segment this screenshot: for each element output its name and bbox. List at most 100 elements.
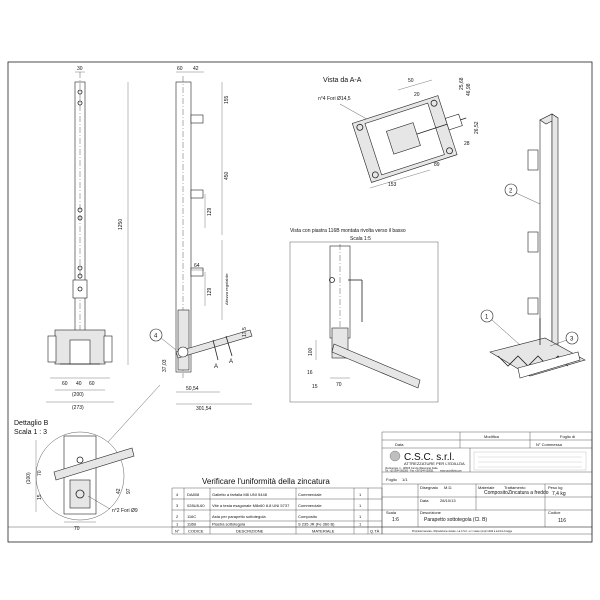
svg-text:MATERIALE: MATERIALE bbox=[312, 529, 335, 534]
tb-h-modifica: Modifica bbox=[484, 434, 500, 439]
svg-text:116B: 116B bbox=[187, 522, 196, 527]
balloon-3-label: 3 bbox=[570, 337, 574, 343]
section-label-a1: A bbox=[214, 364, 218, 370]
bom-header: N° CODICE DESCRIZIONE MATERIALE Q.TÀ bbox=[175, 529, 380, 534]
dim-129a: 129 bbox=[207, 207, 213, 216]
tb-scala-value: 1:6 bbox=[392, 517, 399, 523]
balloon-1 bbox=[480, 309, 494, 323]
tb-address-1: Via Europa, 1 - 48015 Cervia (Ravenna) I… bbox=[385, 466, 438, 470]
dim-s-153: 153 bbox=[388, 182, 397, 188]
svg-text:Commerciale: Commerciale bbox=[298, 492, 322, 497]
tb-descrizione-label: Descrizione bbox=[420, 510, 442, 515]
bom-table: 4 DA808 Galletto a farfalla M8 UNI 5448 … bbox=[171, 487, 383, 535]
dim-det-15: 15 bbox=[37, 494, 43, 500]
dim-det-70b: 70 bbox=[74, 526, 80, 532]
zinc-check-note: Verificare l'uniformità della zincatura bbox=[202, 477, 330, 486]
tb-data-label: Data bbox=[420, 498, 429, 503]
balloon-2 bbox=[504, 183, 518, 197]
balloon-4 bbox=[149, 328, 163, 342]
section-label-a2: A bbox=[229, 359, 233, 365]
tb-h-foglio-di: Foglio di bbox=[560, 434, 575, 439]
side-post bbox=[175, 81, 192, 373]
tb-address-2: Tel. +39 0544 000000 - Fax +39 0544 0000… bbox=[385, 470, 434, 473]
company-logo-icon bbox=[389, 450, 401, 462]
svg-text:CODICE: CODICE bbox=[188, 529, 204, 534]
tb-company: C.S.C. s.r.l. bbox=[404, 452, 455, 463]
svg-text:DA808: DA808 bbox=[187, 492, 200, 497]
svg-text:Galletto a farfalla M8 UNI 544: Galletto a farfalla M8 UNI 5448 bbox=[212, 492, 268, 497]
detail-b-circle bbox=[177, 346, 189, 358]
svg-text:2: 2 bbox=[176, 514, 179, 519]
tb-h-n-commessa: N° Commessa bbox=[536, 442, 563, 447]
bom-row: 3 028U8-60 Vite a testa esagonale M8x60 … bbox=[176, 503, 362, 508]
dim-base-273: (273) bbox=[72, 405, 84, 411]
svg-text:Composito: Composito bbox=[298, 514, 318, 519]
tb-descrizione-value: Parapetto sottotegola (Cl. B) bbox=[424, 517, 487, 523]
tb-notes-box bbox=[473, 451, 587, 471]
dim-p-70: 70 bbox=[336, 382, 342, 388]
detail-b-view: Dettaglio B Scala 1 : 3 (100) 70 15 42 9… bbox=[14, 384, 161, 532]
tb-disegnato-value: M.D. bbox=[444, 485, 452, 490]
svg-text:Asta per parapetto sottotegola: Asta per parapetto sottotegola bbox=[212, 514, 266, 519]
svg-text:1: 1 bbox=[359, 514, 362, 519]
bom-row: 2 116C Asta per parapetto sottotegola Co… bbox=[176, 514, 362, 519]
tb-scala-label: Scala bbox=[386, 510, 397, 515]
dim-s-25-68: 25,68 bbox=[459, 77, 465, 90]
balloon-2-label: 2 bbox=[509, 189, 513, 195]
balloon-1-label: 1 bbox=[485, 315, 489, 321]
dim-p-15: 15 bbox=[312, 384, 318, 390]
dim-base-60b: 60 bbox=[89, 381, 95, 387]
dim-155: 155 bbox=[224, 95, 230, 104]
plate-view-title: Vista con piastra 116B montata rivolta v… bbox=[290, 228, 406, 234]
holes-large-note: n°4 Fori Ø14,5 bbox=[318, 96, 351, 102]
dim-450: 450 bbox=[224, 171, 230, 180]
balloon-4-label: 4 bbox=[154, 334, 158, 340]
svg-text:1: 1 bbox=[176, 522, 179, 527]
tb-footer: Proprietà riservata - Riproduzione vieta… bbox=[412, 530, 513, 533]
tb-codice-value: 116 bbox=[558, 518, 566, 524]
tb-peso-value: 7,4 kg bbox=[552, 491, 566, 497]
bom-row: 4 DA808 Galletto a farfalla M8 UNI 5448 … bbox=[176, 492, 362, 497]
side-view: 1250 60 42 155 450 129 129 Altezza regol… bbox=[118, 66, 253, 412]
dim-det-42: 42 bbox=[116, 488, 122, 494]
dim-17-5: 17,5 bbox=[242, 327, 248, 337]
dim-s-28: 28 bbox=[464, 141, 470, 147]
dim-p-100: 100 bbox=[308, 347, 314, 356]
svg-text:3: 3 bbox=[176, 503, 179, 508]
dim-s-89: 89 bbox=[434, 162, 440, 168]
tb-trattamento-label: Trattamento bbox=[504, 485, 526, 490]
dim-base-60a: 60 bbox=[62, 381, 68, 387]
tb-trattamento-value: Zincatura a freddo bbox=[508, 490, 549, 496]
sheet-border bbox=[7, 61, 593, 543]
dim-37-03: 37,03 bbox=[162, 359, 168, 372]
detail-b-title: Dettaglio B bbox=[14, 420, 49, 427]
dim-det-100: (100) bbox=[26, 472, 32, 484]
dim-det-97: 97 bbox=[126, 488, 132, 494]
dim-s-20: 20 bbox=[414, 92, 420, 98]
svg-text:028U8-60: 028U8-60 bbox=[187, 503, 205, 508]
dim-base-40: 40 bbox=[76, 381, 82, 387]
title-block: Modifica Data N° Commessa Foglio di C.S.… bbox=[381, 431, 593, 535]
holes-small-note: n°2 Fori Ø9 bbox=[112, 508, 138, 514]
dim-base-200: (200) bbox=[72, 392, 84, 398]
dim-s-46-98: 46,98 bbox=[466, 83, 472, 96]
svg-text:Commerciale: Commerciale bbox=[298, 503, 322, 508]
svg-text:N°: N° bbox=[175, 529, 180, 534]
svg-text:4: 4 bbox=[176, 492, 179, 497]
plate-view: Vista con piastra 116B montata rivolta v… bbox=[289, 228, 439, 403]
dim-top-30: 30 bbox=[77, 66, 83, 72]
svg-text:DESCRIZIONE: DESCRIZIONE bbox=[236, 529, 264, 534]
tb-materiale-value: Composito bbox=[484, 490, 508, 496]
svg-text:1: 1 bbox=[359, 492, 362, 497]
svg-text:Piastra sottotegola: Piastra sottotegola bbox=[212, 522, 246, 527]
iso-post bbox=[539, 113, 553, 357]
svg-text:116C: 116C bbox=[187, 514, 196, 519]
isometric-view: 2 1 3 bbox=[480, 113, 586, 379]
tb-peso-label: Peso kg bbox=[548, 485, 562, 490]
detail-b-scale: Scala 1 : 3 bbox=[14, 429, 47, 436]
tb-materiale-label: Materiale bbox=[478, 485, 495, 490]
tb-foglio-label: Foglio bbox=[386, 477, 398, 482]
dim-301-54: 301,54 bbox=[196, 406, 212, 412]
dim-det-70a: 70 bbox=[37, 470, 43, 476]
